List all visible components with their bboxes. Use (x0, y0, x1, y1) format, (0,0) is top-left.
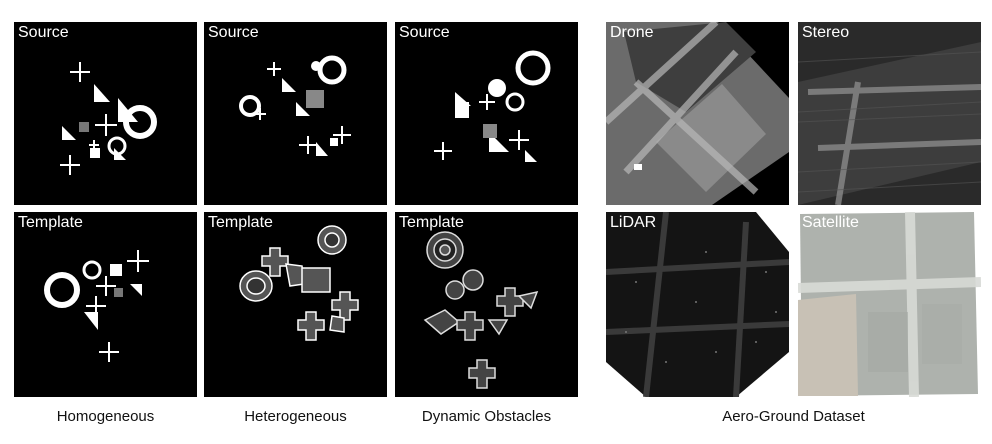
caption-heterogeneous: Heterogeneous (244, 408, 347, 425)
heterogeneous-source-panel: Source (204, 22, 387, 205)
homogeneous-source-panel: Source (14, 22, 197, 205)
lidar-pointcloud-image (606, 212, 789, 397)
drone-panel: Drone (606, 22, 789, 205)
lidar-panel: LiDAR (606, 212, 789, 397)
homogeneous-template-image (44, 250, 149, 362)
panel-label: Drone (610, 24, 654, 41)
dynamic-source-image (434, 50, 551, 162)
panel-label: Stereo (802, 24, 850, 41)
heterogeneous-template-panel: Template (204, 212, 387, 397)
dynamic-template-image (423, 231, 539, 389)
caption-aero-ground-dataset: Aero-Ground Dataset (722, 408, 865, 425)
panel-label: Template (208, 214, 273, 231)
panel-label: Source (399, 24, 450, 41)
caption-dynamic-obstacles: Dynamic Obstacles (421, 408, 552, 425)
heterogeneous-template-image (239, 225, 359, 341)
homogeneous-template-panel: Template (14, 212, 197, 397)
satellite-image (798, 212, 981, 397)
stereo-reconstruction-image (798, 22, 981, 205)
panel-label: Template (18, 214, 83, 231)
caption-homogeneous: Homogeneous (56, 408, 155, 425)
dynamic-template-panel: Template (395, 212, 578, 397)
satellite-panel: Satellite (798, 212, 981, 397)
panel-label: Source (18, 24, 69, 41)
heterogeneous-source-image (239, 55, 351, 156)
homogeneous-source-image (60, 62, 157, 175)
panel-label: Satellite (802, 214, 859, 231)
dynamic-source-panel: Source (395, 22, 578, 205)
panel-label: LiDAR (610, 214, 657, 231)
panel-label: Template (399, 214, 464, 231)
stereo-panel: Stereo (798, 22, 981, 205)
panel-label: Source (208, 24, 259, 41)
drone-aerial-image (606, 22, 789, 205)
